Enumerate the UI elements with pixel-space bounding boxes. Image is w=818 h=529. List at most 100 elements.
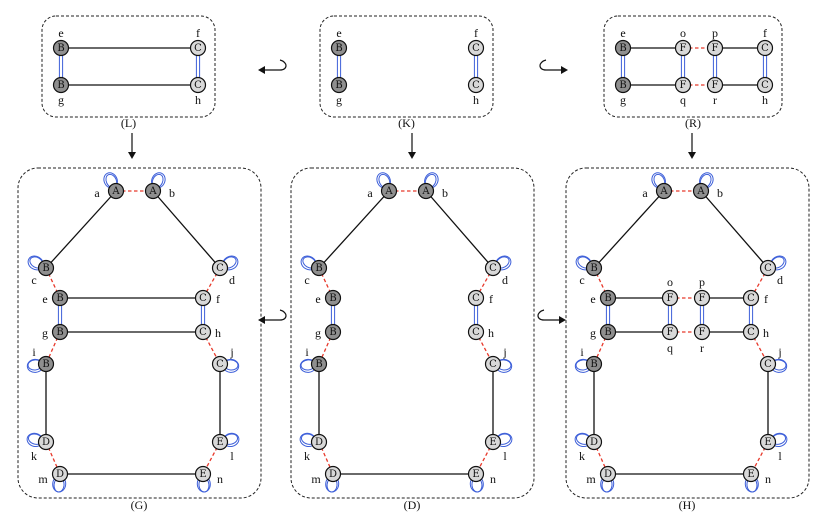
vertex-label-m: m [38,472,48,486]
arrow-head [408,152,416,159]
node-type-label: B [590,359,597,370]
node-h [742,323,760,341]
node-h [194,323,212,341]
vertex-label-e: e [58,26,63,40]
node-f [756,39,774,57]
node-j [211,355,229,373]
edge [700,190,769,269]
arrow-head [258,66,265,74]
node-type-label: E [472,469,479,480]
node-k [37,433,55,451]
node-type-label: B [335,80,342,91]
vertex-label-q: q [680,93,686,107]
node-e [51,289,69,307]
node-type-label: C [199,293,207,304]
arrow-head [128,152,136,159]
node-g [52,76,70,94]
node-type-label: A [111,186,120,197]
panel-caption: (R) [685,116,701,130]
panel-caption: (L) [121,116,136,130]
node-type-label: C [764,359,772,370]
node-b [417,182,435,200]
node-a [655,182,673,200]
node-e [330,39,348,57]
vertex-label-d: d [229,273,235,287]
node-type-label: A [384,186,393,197]
node-n [742,465,760,483]
vertex-label-q: q [667,341,673,355]
node-type-label: B [56,327,63,338]
node-j [484,355,502,373]
node-type-label: E [764,437,771,448]
node-type-label: F [680,80,687,91]
node-p [706,39,724,57]
node-type-label: D [329,469,337,480]
vertex-label-f: f [763,26,767,40]
node-f [467,289,485,307]
arrow-head [688,152,696,159]
node-d [484,259,502,277]
node-e [52,39,70,57]
node-o [674,39,692,57]
vertex-label-b: b [169,186,175,200]
node-type-label: F [699,293,706,304]
vertex-label-i: i [32,345,36,359]
panel-frame [565,167,810,499]
vertex-label-f: f [489,292,493,306]
node-q [661,323,679,341]
node-type-label: F [712,43,719,54]
vertex-label-c: c [304,273,309,287]
node-c [310,259,328,277]
vertex-label-n: n [490,472,496,486]
vertex-label-d: d [502,273,508,287]
node-type-label: F [699,327,706,338]
node-g [330,76,348,94]
node-r [706,76,724,94]
inclusion-arrow [537,309,560,321]
vertex-label-a: a [642,186,648,200]
node-type-label: B [335,43,342,54]
node-type-label: B [329,327,336,338]
arrow-head [559,316,566,324]
node-h [189,76,207,94]
vertex-label-c: c [31,273,36,287]
node-h [467,76,485,94]
panel-frame [41,15,216,118]
node-type-label: C [472,293,480,304]
node-type-label: C [472,43,480,54]
node-type-label: D [42,437,50,448]
node-type-label: B [619,43,626,54]
node-type-label: C [747,327,755,338]
node-type-label: B [590,263,597,274]
edge [425,190,494,269]
node-type-label: B [42,359,49,370]
node-i [585,355,603,373]
node-type-label: C [761,43,769,54]
vertex-label-j: j [229,345,233,359]
edge [45,190,117,269]
edge [593,190,665,269]
inclusion-arrow [539,59,562,71]
node-type-label: B [42,263,49,274]
node-type-label: F [667,293,674,304]
node-h [467,323,485,341]
node-c [37,259,55,277]
node-m [51,465,69,483]
node-c [585,259,603,277]
node-type-label: C [472,327,480,338]
node-l [759,433,777,451]
arrow-head [258,316,265,324]
node-q [674,76,692,94]
vertex-label-e: e [336,26,341,40]
node-o [661,289,679,307]
node-type-label: B [619,80,626,91]
panel-frame [603,15,783,118]
node-n [467,465,485,483]
node-type-label: F [667,327,674,338]
node-b [692,182,710,200]
node-r [693,323,711,341]
vertex-label-j: j [777,345,781,359]
vertex-label-g: g [58,93,64,107]
node-n [194,465,212,483]
vertex-label-h: h [215,326,221,340]
